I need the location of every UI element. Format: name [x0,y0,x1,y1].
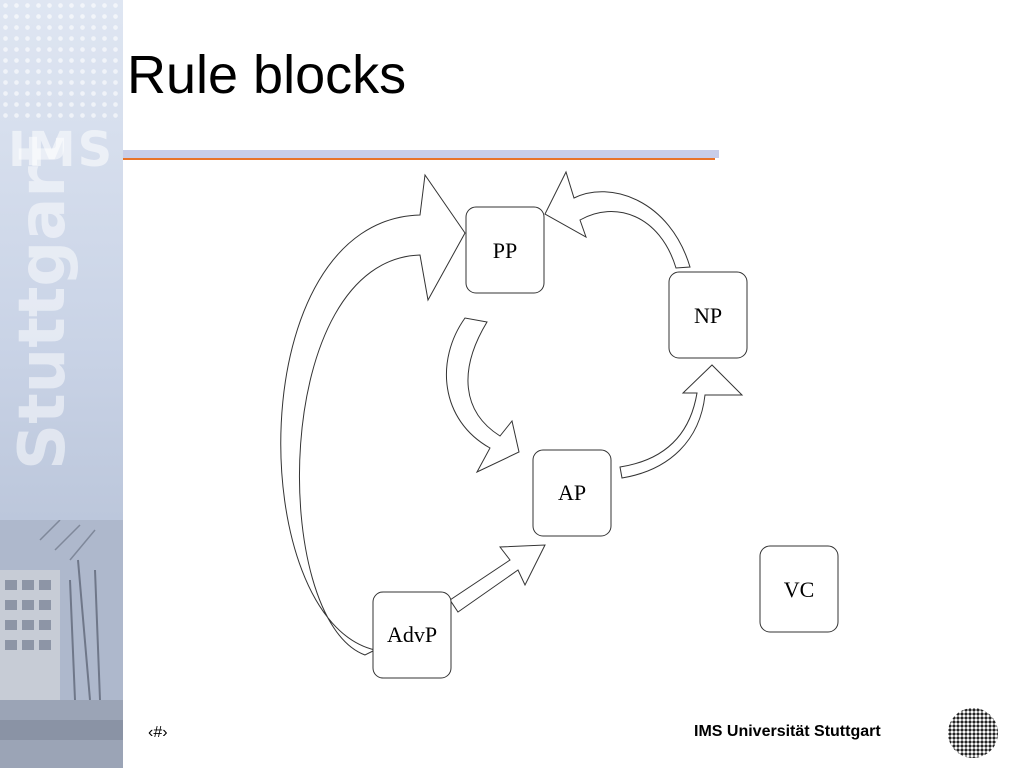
arrow-advp-to-ap [449,544,546,613]
node-pp-label: PP [493,238,517,263]
arrow-pp-to-ap [446,317,520,474]
node-advp-box [372,591,452,679]
footer-institution: IMS Universität Stuttgart [694,723,881,740]
arrow-np-to-pp [544,170,691,269]
node-ap-box [532,449,612,537]
arrow-ap-to-np [619,364,744,479]
building-photo [0,520,123,768]
sidebar-logo-text: IMS [8,122,115,178]
node-vc-box [759,545,839,633]
node-np-box [668,271,748,359]
sidebar-decoration: IMS Stuttgart [0,0,123,768]
university-seal-icon [948,708,998,758]
dot-pattern [0,0,123,120]
title-underline-blue [123,150,719,158]
node-ap-label: AP [558,480,586,505]
node-vc-label: VC [784,577,815,602]
slide-title: Rule blocks [127,45,407,105]
node-pp-box [465,206,545,294]
node-advp-label: AdvP [387,622,437,647]
slide-number: ‹#› [148,724,168,741]
title-underline-orange [123,158,715,160]
arrow-advp-to-pp [280,173,466,656]
node-np-label: NP [694,303,722,328]
